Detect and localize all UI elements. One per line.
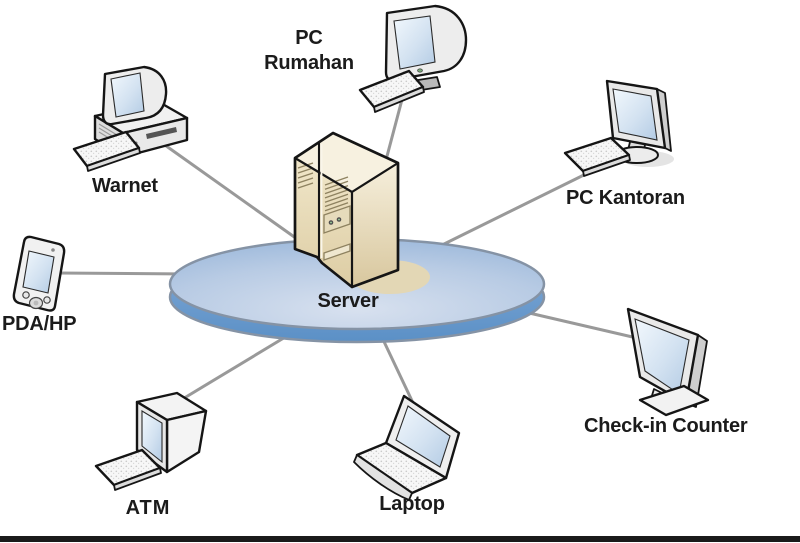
link-server-pc-rumahan	[384, 91, 406, 161]
stylus-dot	[51, 248, 55, 252]
tower-outline	[293, 131, 400, 289]
label-atm: ATM	[125, 497, 171, 519]
lcd-screen	[612, 88, 658, 141]
label-pc-rumahan: PC Rumahan	[264, 27, 354, 74]
tower-drive-slot	[323, 243, 351, 261]
link-server-check-in-counter	[511, 307, 642, 341]
lcd-desktop-icon	[563, 79, 674, 177]
pda-screen	[22, 250, 55, 294]
link-server-atm	[175, 331, 293, 405]
connection-lines	[55, 91, 642, 406]
label-laptop: Laptop	[379, 493, 445, 515]
crt-screen	[393, 15, 436, 70]
atm-side	[165, 409, 208, 474]
atm-screen	[141, 410, 163, 464]
keyboard-edge	[582, 154, 631, 177]
crt-desktop-icon	[358, 4, 468, 113]
label-server: Server	[317, 290, 379, 312]
pda-button	[43, 296, 51, 304]
lcd-monitor-icon	[626, 307, 710, 417]
laptop-icon	[353, 394, 461, 501]
link-server-pc-kantoran	[433, 166, 599, 251]
laptop-front-edge	[353, 454, 413, 501]
atm-terminal-icon	[94, 391, 208, 491]
link-server-warnet	[161, 141, 308, 248]
keyboard-edge	[86, 147, 141, 172]
label-pda-hp: PDA/HP	[2, 313, 77, 335]
power-led	[417, 68, 423, 73]
tower-side-face	[352, 163, 398, 287]
desktop-pc-icon	[72, 65, 189, 172]
keyboard-edge	[373, 86, 425, 113]
crt-screen	[110, 72, 145, 118]
label-warnet: Warnet	[92, 175, 158, 197]
link-server-laptop	[377, 330, 416, 406]
pda-icon	[12, 235, 66, 312]
pda-button	[22, 291, 30, 299]
server-tower-icon	[293, 131, 400, 289]
page-bottom-border	[0, 536, 800, 542]
link-server-pda-hp	[55, 271, 191, 276]
lcd-base	[638, 384, 710, 417]
floppy-slot	[146, 127, 177, 139]
keypad-edge	[113, 467, 162, 491]
label-pc-kantoran: PC Kantoran	[566, 187, 685, 209]
laptop-screen	[395, 405, 451, 468]
label-check-in-counter: Check-in Counter	[584, 415, 748, 437]
